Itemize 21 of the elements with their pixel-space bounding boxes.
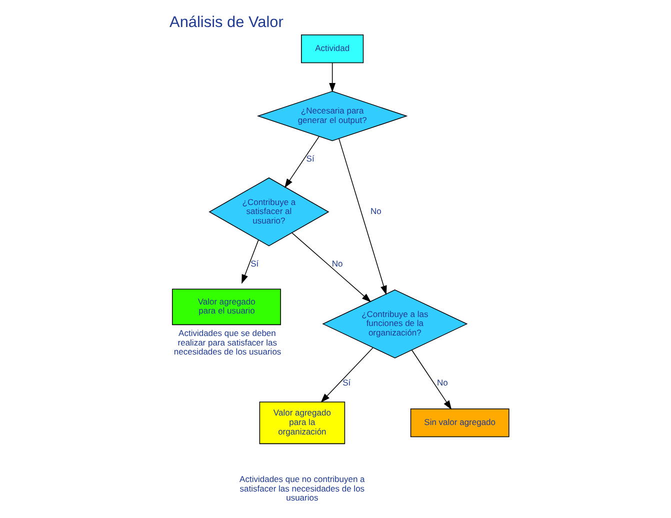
node-label: Actividades que se deben realizar para satisfacer las necesidades de los usuarios xyxy=(173,328,281,357)
edge-label: Sí xyxy=(250,258,258,269)
edge-label: No xyxy=(331,258,342,269)
arrow xyxy=(338,138,386,296)
arrow xyxy=(410,350,452,410)
arrow xyxy=(241,240,258,284)
node-diamond: ¿Contribuye a las funciones de la organización? xyxy=(322,289,468,358)
arrow xyxy=(328,62,336,92)
edge-label: No xyxy=(436,378,448,388)
arrow xyxy=(320,347,373,403)
arrow xyxy=(291,232,371,302)
edge-label: Sí xyxy=(306,153,314,164)
node-box: Actividad xyxy=(300,34,364,64)
node-box: Sin valor agregado xyxy=(410,408,509,438)
node-box: Valor agregado para la organización xyxy=(258,402,345,444)
diagram-title: Análisis de Valor xyxy=(169,14,283,32)
edge-label: Sí xyxy=(342,378,350,388)
node-diamond: ¿Necesaria para generar el output? xyxy=(256,90,408,142)
edge-label: No xyxy=(370,206,381,216)
arrow xyxy=(284,136,319,188)
label: Actividades que no contribuyen a satisfacer las necesidades de los usuarios xyxy=(239,474,364,503)
